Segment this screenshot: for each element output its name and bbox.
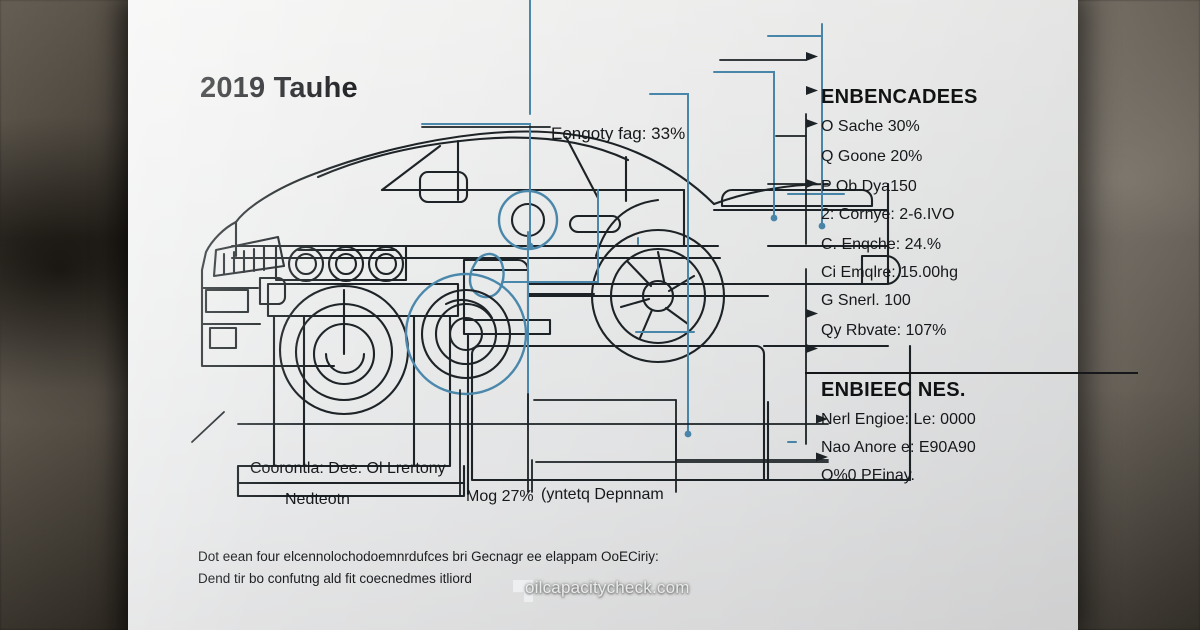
spec-item: O%0 PEinay. <box>821 467 915 484</box>
spec-item: Q Goone 20% <box>821 148 923 165</box>
spec-item: C. Enqche: 24.% <box>821 236 942 253</box>
spec-item: Nerl Engioe: Le: 0000 <box>821 411 976 428</box>
spec-item: O Sache 30% <box>821 118 920 135</box>
watermark-text: oilcapacitycheck.com <box>525 578 690 597</box>
callout-mid-label: (yntetq Depnnam <box>541 486 664 503</box>
callout-left-primary: Coorontla: Dee. Ol Lrertony <box>250 460 446 477</box>
spec-item: P Ob Dya150 <box>821 178 917 195</box>
panel-heading: ENBENCADEES <box>821 86 978 108</box>
footer-line-1: Dot eean four elcennolochodoemnrdufces b… <box>198 549 659 564</box>
paper-sheet: 2019 Tauhe Eongoty fag: 33% ENBENCADEES … <box>128 0 1138 630</box>
spec-panel-secondary: ENBIEEC NES. Nerl Engioe: Le: 0000 Nao A… <box>821 379 1083 497</box>
spec-item: Qy Rbvate: 107% <box>821 322 947 339</box>
callout-top-center: Eongoty fag: 33% <box>551 124 686 143</box>
spec-item: G Snerl. 100 <box>821 292 911 309</box>
spec-item: 2: Cornye: 2-6.IVO <box>821 206 955 223</box>
car-diagram <box>191 0 912 498</box>
panel-heading: ENBIEEC NES. <box>821 379 966 401</box>
spec-item: Ci Emqlre: 15.00hg <box>821 264 958 281</box>
callout-left-secondary: Nedteotn <box>285 491 350 508</box>
paper-content: 2019 Tauhe Eongoty fag: 33% ENBENCADEES … <box>128 0 1138 630</box>
callout-mid-value: Mog 27% <box>466 488 534 505</box>
page-title: 2019 Tauhe <box>200 72 358 104</box>
spec-item: Nao Anore e: E90A90 <box>821 439 976 456</box>
spec-panel-primary: ENBENCADEES O Sache 30% Q Goone 20% P Ob… <box>821 86 1083 352</box>
section-divider <box>805 372 1138 374</box>
